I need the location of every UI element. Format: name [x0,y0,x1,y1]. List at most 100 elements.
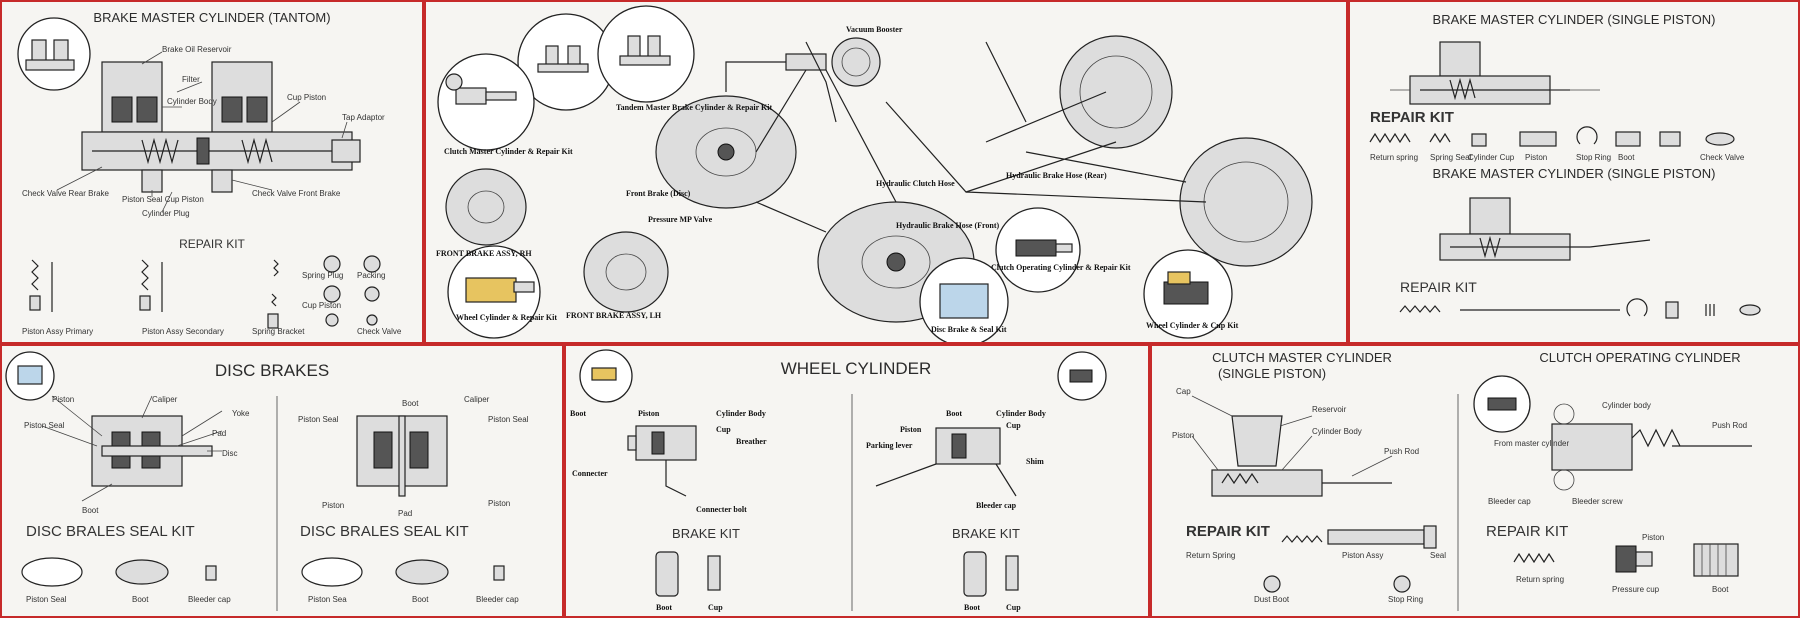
callout-label: Piston Seal Cup Piston [122,195,204,204]
callout-label: Check Valve Front Brake [252,189,341,198]
disc-label: Piston [52,395,74,404]
kit-label: Boot [412,595,429,604]
clutch-label: Cylinder body [1602,401,1651,410]
wheel-label: Cylinder Body [996,409,1046,418]
overview-label: Pressure MP Valve [648,215,713,224]
wheel-label: Boot [570,409,586,418]
kit-label: Spring Plug [302,271,343,280]
panel-title-master-1: CLUTCH MASTER CYLINDER [1212,350,1392,365]
panel-wheel-cylinder: WHEEL CYLINDER Boot Piston Cylinder Body… [566,346,1148,616]
single-cylinder-drawing-2 [1439,197,1651,261]
thumbnail-icon [17,17,91,91]
bubble-disc-brake [919,257,1009,342]
wheel-label: Shim [1026,457,1044,466]
overview-label: Vacuum Booster [846,25,903,34]
repair-kit-heading: REPAIR KIT [1370,109,1454,126]
overview-label: Wheel Cylinder & Cup Kit [1146,321,1239,330]
kit-label: Piston Sea [308,595,347,604]
callout-label: Cylinder Body [167,97,217,106]
callout-label: Filter [182,75,200,84]
kit-label: Piston Assy Primary [22,327,93,336]
panel-title: DISC BRAKES [215,361,329,380]
disc-label: Disc [222,449,238,458]
overview-label: Hydraulic Clutch Hose [876,179,955,188]
panel-title: BRAKE MASTER CYLINDER (SINGLE PISTON) [1433,12,1716,27]
wheel-label: Piston [900,425,922,434]
kit-label: Piston Seal [26,595,67,604]
kit-label: Boot [132,595,149,604]
clutch-label: Push Rod [1712,421,1747,430]
kit-label: Cup Piston [302,301,341,310]
clutch-label: Bleeder screw [1572,497,1623,506]
kit-label: Cup [1006,603,1021,612]
kit-label: Seal [1430,551,1446,560]
brake-kit-heading-right: BRAKE KIT [952,526,1020,541]
thumbnail-icon [1473,375,1531,433]
clutch-label: Cylinder Body [1312,427,1362,436]
thumbnail-icon-left [579,349,633,403]
overview-label: Disc Brake & Seal Kit [931,325,1007,334]
disc-label: Caliper [152,395,178,404]
seal-kit-heading-left: DISC BRALES SEAL KIT [26,523,195,540]
thumbnail-icon-right [1057,351,1107,401]
wheel-drawing-right: Boot Cylinder Body Piston Cup Parking le… [866,409,1046,510]
wheel-label: Breather [736,437,767,446]
kit-label: Stop Ring [1388,595,1423,604]
clutch-master-kit: Return Spring Piston Assy Dust Boot Stop… [1186,525,1446,604]
tandem-cylinder-drawing [81,61,361,193]
clutch-label: Cap [1176,387,1191,396]
callouts: Brake Oil Reservoir Filter Cylinder Body… [22,45,385,218]
kit-label: Boot [656,603,672,612]
overview-label: Front Brake (Disc) [626,189,691,198]
wheel-label: Bleeder cap [976,501,1017,510]
bubble-wheel-cup-kit [1143,249,1233,339]
disc-label: Piston Seal [488,415,529,424]
panel-title: BRAKE MASTER CYLINDER (TANTOM) [93,10,330,25]
wheel-label: Cup [1006,421,1021,430]
panel-brake-system-overview: Vacuum Booster Tandem Master Brake Cylin… [426,2,1346,342]
kit-label: Boot [964,603,980,612]
kit-label: Check Valve [357,327,402,336]
disc-label: Piston [322,501,344,510]
kit-label: Cup [708,603,723,612]
disc-label: Yoke [232,409,250,418]
panel-brake-master-single: BRAKE MASTER CYLINDER (SINGLE PISTON) RE… [1350,2,1798,342]
kit-parts-1: Return spring Spring Seat Cylinder Cup P… [1369,126,1745,162]
kit-label: Check Valve [1700,153,1745,162]
wheel-label: Cylinder Body [716,409,766,418]
clutch-label: Push Rod [1384,447,1419,456]
kit-label: Spring Seat [1430,153,1473,162]
wheel-label: Parking lever [866,441,913,450]
callout-label: Cup Piston [287,93,326,102]
clutch-operating-kit: Piston Return spring Pressure cup Boot [1513,533,1739,594]
overview-labels: Vacuum Booster Tandem Master Brake Cylin… [436,25,1239,334]
kit-parts-2 [1399,298,1761,319]
wheel-label: Piston [638,409,660,418]
kit-label: Piston Assy [1342,551,1383,560]
wheel-drawing-left: Boot Piston Cylinder Body Cup Breather C… [570,409,767,514]
thumbnail-icon [5,351,55,401]
kit-label: Return spring [1516,575,1564,584]
clutch-operating-drawing: Cylinder body Push Rod From master cylin… [1488,401,1752,506]
bubble-clutch-operating [995,207,1081,293]
kit-label: Cylinder Cup [1468,153,1515,162]
disc-label: Piston [488,499,510,508]
wheel-label: Cup [716,425,731,434]
panel-title: WHEEL CYLINDER [781,359,932,378]
kit-label: Pressure cup [1612,585,1660,594]
callout-label: Cylinder Plug [142,209,190,218]
single-cylinder-drawing-1 [1390,41,1600,105]
callout-label: Brake Oil Reservoir [162,45,232,54]
callout-label: Check Valve Rear Brake [22,189,110,198]
panel-brake-master-tandem: BRAKE MASTER CYLINDER (TANTOM) [2,2,422,342]
repair-kit-heading-left: REPAIR KIT [1186,523,1270,540]
clutch-label: Reservoir [1312,405,1347,414]
kit-label: Packing [357,271,385,280]
disc-label: Piston Seal [24,421,65,430]
overview-label: FRONT BRAKE ASSY, LH [566,311,662,320]
bubble-front-brake-rh [445,168,527,246]
overview-label: Hydraulic Brake Hose (Front) [896,221,1000,230]
kit-label: Boot [1618,153,1635,162]
wheel-label: Boot [946,409,962,418]
